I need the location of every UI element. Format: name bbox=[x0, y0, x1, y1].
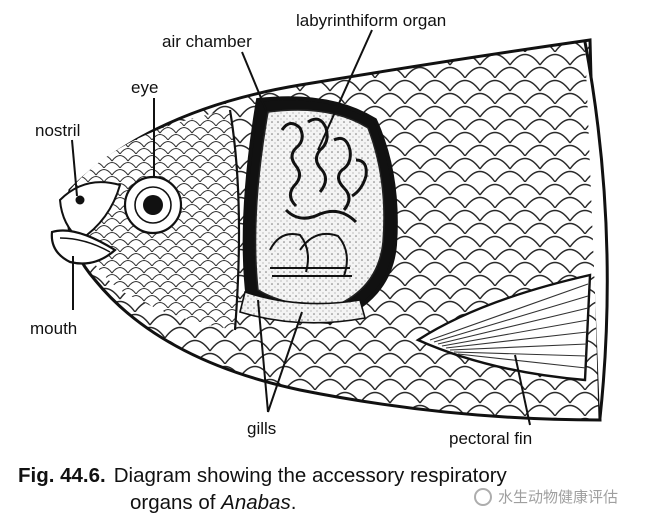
mouth-jaw bbox=[50, 229, 117, 265]
gill-filaments bbox=[239, 290, 367, 324]
label-eye: eye bbox=[131, 78, 158, 97]
watermark: 水生动物健康评估 bbox=[474, 486, 618, 507]
air-chamber-cutaway bbox=[242, 96, 398, 325]
caption-line-2-suffix: . bbox=[290, 491, 297, 514]
leader-lines bbox=[71, 29, 531, 426]
caption-line-2-prefix: organs of bbox=[130, 491, 222, 514]
label-gills: gills bbox=[247, 419, 276, 438]
figure-caption: Fig. 44.6. Diagram showing the accessory … bbox=[18, 462, 648, 516]
watermark-text: 水生动物健康评估 bbox=[498, 489, 619, 506]
label-mouth: mouth bbox=[30, 319, 77, 338]
nostril-dot bbox=[75, 195, 85, 205]
pectoral-fin-drawing bbox=[415, 273, 592, 382]
wechat-icon bbox=[474, 487, 492, 506]
caption-line-1: Diagram showing the accessory respirator… bbox=[113, 464, 507, 487]
label-nostril: nostril bbox=[35, 121, 80, 140]
caption-fig-number: Fig. 44.6. bbox=[18, 464, 106, 487]
caption-species-name: Anabas bbox=[221, 491, 291, 514]
label-pectoral-fin: pectoral fin bbox=[449, 429, 532, 448]
labyrinthiform-organ-drawing bbox=[280, 117, 368, 224]
label-air-chamber: air chamber bbox=[162, 32, 252, 51]
label-labyrinthiform-organ: labyrinthiform organ bbox=[296, 11, 446, 30]
eye-drawing bbox=[123, 175, 183, 235]
gill-arches-drawing bbox=[269, 232, 352, 277]
